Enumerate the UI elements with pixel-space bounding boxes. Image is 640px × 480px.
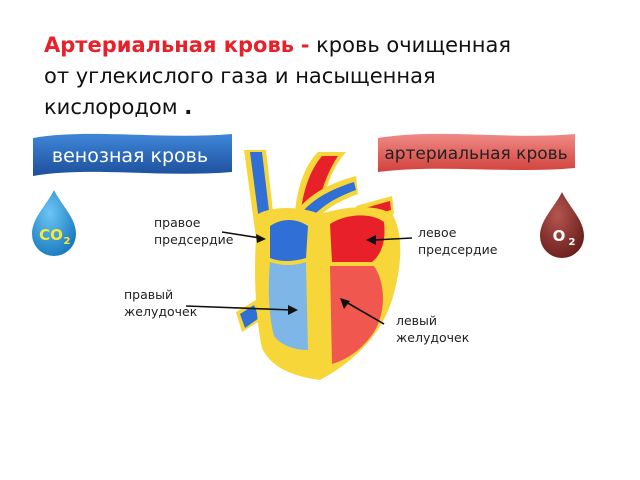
label-right-ventricle: правый желудочек	[124, 286, 197, 320]
left-atrium	[330, 215, 385, 262]
heading-line-3-text: кислородом	[44, 95, 178, 119]
arterial-banner-label: артериальная кровь	[384, 144, 567, 164]
venous-blood-banner: венозная кровь	[33, 133, 232, 176]
arrowhead-left-ventricle	[340, 298, 350, 309]
label-right-atrium-line-2: предсердие	[154, 232, 234, 247]
o2-drop-icon: O 2	[540, 192, 584, 258]
heading-line-3: кислородом .	[44, 92, 604, 123]
arrowhead-left-atrium	[366, 235, 376, 245]
heart	[236, 150, 401, 380]
heading-line-2: от углекислого газа и насыщенная	[44, 64, 436, 88]
label-left-ventricle: левый желудочек	[396, 312, 469, 346]
pointer-right-atrium	[221, 231, 261, 239]
co2-drop-icon: CO 2	[32, 190, 76, 256]
heading-line-1: Артериальная кровь - кровь очищенная	[44, 30, 604, 61]
label-right-ventricle-line-1: правый	[124, 287, 174, 302]
pointers	[185, 231, 413, 325]
label-left-atrium: левое предсердие	[418, 224, 497, 258]
label-left-ventricle-line-1: левый	[396, 313, 438, 328]
inferior-vena-cava	[240, 305, 259, 328]
arrowhead-right-ventricle	[288, 305, 298, 315]
label-left-atrium-line-2: предсердие	[418, 242, 498, 257]
heading-line-1-rest: кровь очищенная	[316, 33, 511, 57]
co2-formula: CO	[39, 226, 63, 244]
arterial-blood-banner: артериальная кровь	[378, 133, 575, 172]
pointer-left-ventricle	[345, 301, 385, 325]
label-right-atrium-line-1: правое	[154, 215, 201, 230]
heading-final-dot: .	[184, 95, 193, 119]
label-left-ventricle-line-2: желудочек	[396, 330, 470, 345]
label-right-ventricle-line-2: желудочек	[124, 304, 198, 319]
right-atrium	[270, 220, 308, 261]
heading-term: Артериальная кровь	[44, 33, 295, 57]
label-right-atrium: правое предсердие	[154, 214, 233, 248]
heading-dash: -	[300, 33, 310, 57]
pointer-right-ventricle	[185, 305, 293, 311]
left-ventricle	[330, 266, 383, 364]
co2-subscript: 2	[64, 236, 71, 247]
arrowhead-right-atrium	[256, 234, 266, 243]
label-left-atrium-line-1: левое	[418, 225, 457, 240]
o2-subscript: 2	[569, 237, 576, 248]
o2-formula: O	[553, 227, 566, 245]
venous-banner-label: венозная кровь	[52, 145, 208, 167]
heading: Артериальная кровь - кровь очищенная от …	[44, 30, 604, 123]
pointer-left-atrium	[373, 237, 413, 241]
